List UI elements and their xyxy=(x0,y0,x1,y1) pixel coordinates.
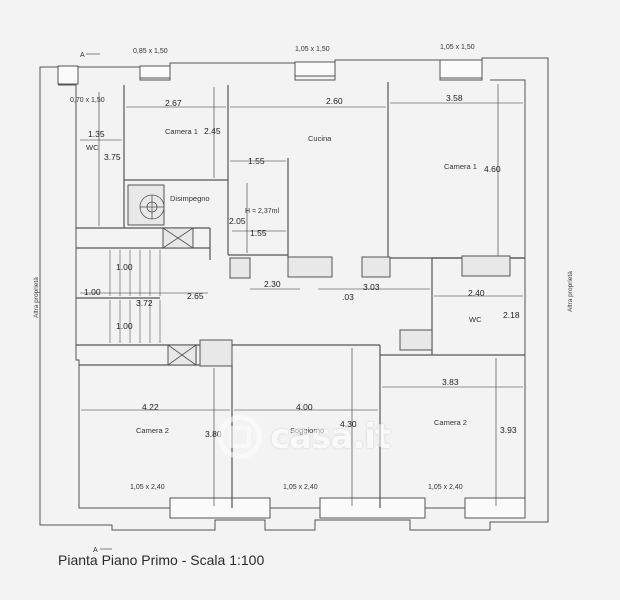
room-label-camera1-nw: Camera 1 xyxy=(165,127,198,136)
watermark: casa.it xyxy=(218,415,391,459)
section-mark-top: A xyxy=(80,52,85,59)
dim-label: 3.72 xyxy=(136,298,153,308)
pillars xyxy=(127,184,511,367)
dim-label: 1.35 xyxy=(88,129,105,139)
window-label-5: 1,05 x 2,40 xyxy=(130,484,165,491)
dim-label: 2.65 xyxy=(187,291,204,301)
watermark-text: casa.it xyxy=(270,417,391,457)
dim-label: .03 xyxy=(342,292,354,302)
side-label-left: Altra proprietà xyxy=(33,277,40,318)
dim-label: 4.00 xyxy=(296,402,313,412)
section-mark-bottom: A xyxy=(93,547,98,554)
dim-label: 2.67 xyxy=(165,98,182,108)
dim-label: 3.80 xyxy=(205,429,222,439)
dim-label: 2.05 xyxy=(229,216,246,226)
dim-label: 1.55 xyxy=(250,228,267,238)
room-label-soggiorno: Soggiorno xyxy=(290,426,324,435)
top-windows xyxy=(57,59,483,85)
dimension-lines xyxy=(80,84,523,506)
dim-label: 3.03 xyxy=(363,282,380,292)
house-logo-icon xyxy=(218,415,262,459)
window-label-3: 1,05 x 1,50 xyxy=(440,44,475,51)
room-label-wc-nw: WC xyxy=(86,143,99,152)
dim-label: 2.45 xyxy=(204,126,221,136)
outer-walls xyxy=(39,57,549,531)
window-label-4: 0,70 x 1,50 xyxy=(70,97,105,104)
dim-label: 4.60 xyxy=(484,164,501,174)
dim-label: 3.75 xyxy=(104,152,121,162)
side-label-right: Altra proprietà xyxy=(567,271,574,312)
room-label-camera2-sw: Camera 2 xyxy=(136,426,169,435)
room-label-camera1-ne: Camera 1 xyxy=(444,162,477,171)
dim-label: 2.40 xyxy=(468,288,485,298)
room-label-wc-e: WC xyxy=(469,315,482,324)
bottom-windows xyxy=(169,497,526,519)
window-label-2: 1,05 x 1,50 xyxy=(295,46,330,53)
dim-label: 1.55 xyxy=(248,156,265,166)
dim-label: 4.22 xyxy=(142,402,159,412)
room-label-disimpegno: Disimpegno xyxy=(170,194,210,203)
shaft-marks xyxy=(162,227,197,366)
main-stairs xyxy=(109,250,161,343)
dim-label: 1.00 xyxy=(84,287,101,297)
dim-label: 3.83 xyxy=(442,377,459,387)
dim-label: 4.30 xyxy=(340,419,357,429)
dim-label: 2.30 xyxy=(264,279,281,289)
dim-label: 2.60 xyxy=(326,96,343,106)
window-label-1: 0,85 x 1,50 xyxy=(133,48,168,55)
window-label-7: 1,05 x 2,40 xyxy=(428,484,463,491)
window-label-6: 1,05 x 2,40 xyxy=(283,484,318,491)
dim-label: 1.00 xyxy=(116,321,133,331)
room-label-camera2-se: Camera 2 xyxy=(434,418,467,427)
height-note: H = 2,37ml xyxy=(245,208,279,215)
room-label-cucina: Cucina xyxy=(308,134,332,143)
plan-title: Pianta Piano Primo - Scala 1:100 xyxy=(58,552,265,568)
spiral-stair xyxy=(139,194,165,220)
dim-label: 3.58 xyxy=(446,93,463,103)
dim-label: 1.00 xyxy=(116,262,133,272)
dim-label: 2.18 xyxy=(503,310,520,320)
dim-label: 3.93 xyxy=(500,425,517,435)
